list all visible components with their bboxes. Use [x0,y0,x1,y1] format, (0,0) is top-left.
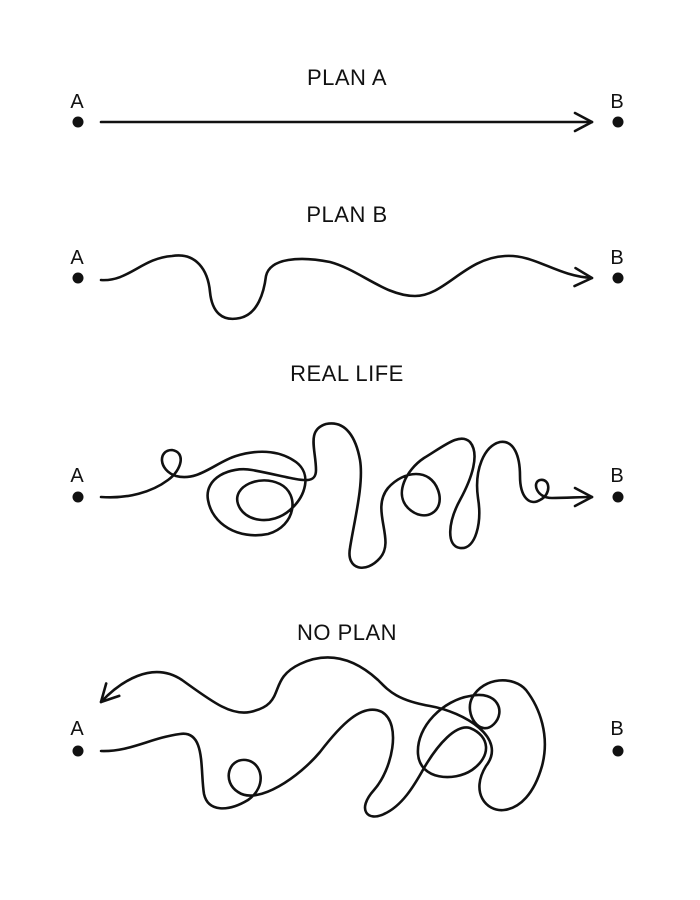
end-point [612,491,624,503]
start-label: A [70,91,84,113]
end-label: B [610,718,623,740]
start-label: A [70,247,84,269]
panel-title: PLAN B [306,202,387,227]
route-path [99,254,594,321]
panel-plan-b: PLAN B A B [70,202,624,321]
panel-plan-a: PLAN A A B [70,65,624,133]
panel-no-plan: NO PLAN A B [70,620,624,818]
end-point [612,745,624,757]
end-label: B [610,465,623,487]
start-point [72,272,84,284]
route-path [99,422,594,569]
start-label: A [70,718,84,740]
start-label: A [70,465,84,487]
panel-real-life: REAL LIFE A B [70,361,624,569]
end-label: B [610,247,623,269]
start-point [72,491,84,503]
panel-title: PLAN A [307,65,387,90]
end-point [612,116,624,128]
route-path [99,656,547,818]
end-point [612,272,624,284]
end-label: B [610,91,623,113]
start-point [72,116,84,128]
start-point [72,745,84,757]
panel-title: NO PLAN [297,620,397,645]
panel-title: REAL LIFE [290,361,404,386]
